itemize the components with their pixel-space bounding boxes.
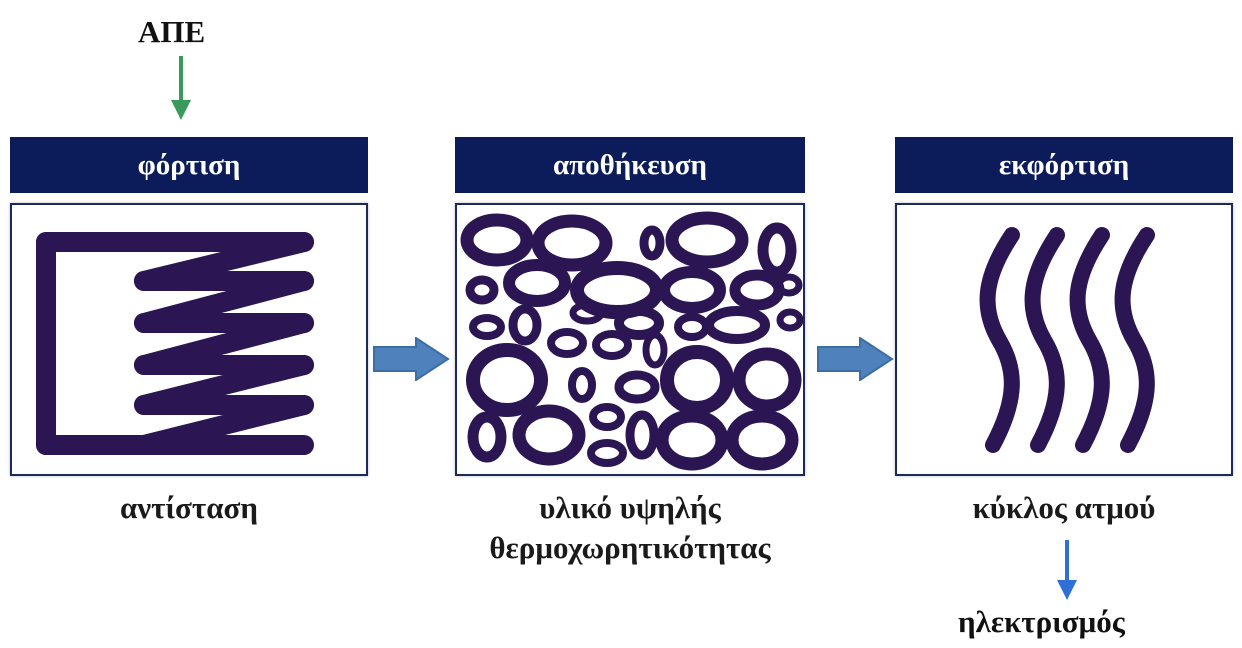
stage-title: εκφόρτιση	[998, 148, 1130, 181]
stage-panel-storage	[455, 203, 805, 476]
stage-header-storage: αποθήκευση	[455, 137, 805, 193]
caption-line: θερμοχωρητικότητας	[489, 530, 771, 565]
stage-caption-storage: υλικό υψηλής θερμοχωρητικότητας	[455, 488, 805, 568]
stage-title: αποθήκευση	[553, 148, 707, 181]
caption-line: κύκλος ατμού	[972, 490, 1156, 525]
input-label-renewables: ΑΠΕ	[138, 14, 206, 49]
steam-waves-icon	[979, 227, 1155, 453]
stage-header-charging: φόρτιση	[10, 137, 368, 193]
input-arrow-icon	[171, 56, 191, 120]
stage-caption-charging: αντίσταση	[10, 488, 368, 528]
flow-arrow-icon	[373, 337, 450, 381]
stage-caption-discharging: κύκλος ατμού	[895, 488, 1233, 528]
flow-arrow-icon	[817, 337, 894, 381]
stage-panel-charging	[10, 203, 368, 476]
stage-title: φόρτιση	[137, 148, 241, 181]
stage-header-discharging: εκφόρτιση	[895, 137, 1233, 193]
caption-line: αντίσταση	[120, 490, 258, 525]
output-arrow-icon	[1057, 540, 1077, 600]
resistor-coil-icon	[36, 232, 314, 455]
caption-line: υλικό υψηλής	[539, 490, 721, 525]
stage-panel-discharging	[895, 203, 1233, 476]
output-label-electricity: ηλεκτρισμός	[958, 604, 1125, 639]
high-heat-capacity-material-icon	[460, 211, 804, 471]
